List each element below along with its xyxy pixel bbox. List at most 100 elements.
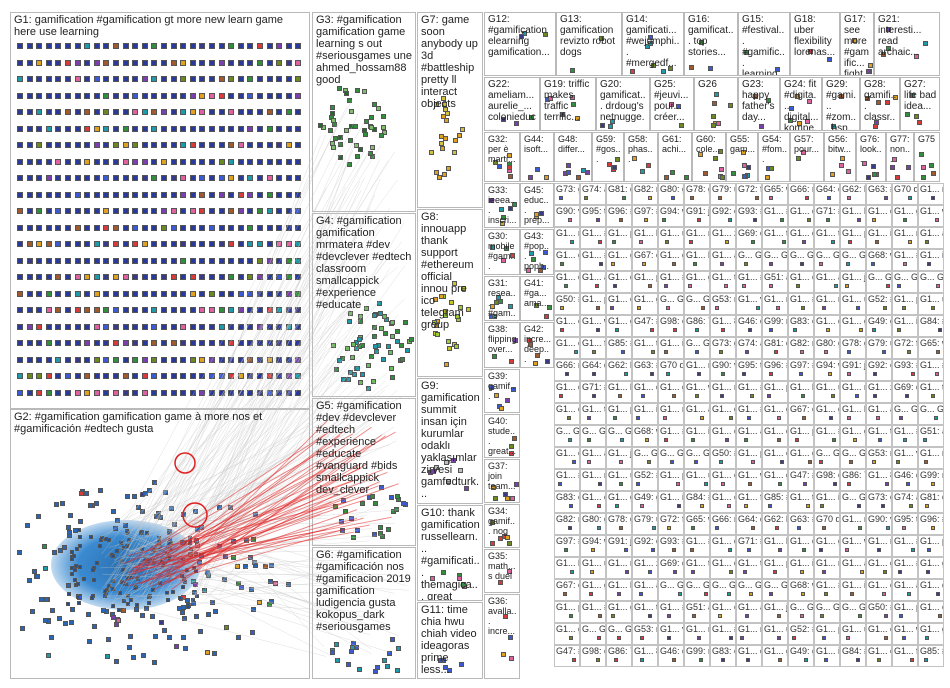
small-group-tile[interactable]: G1... art (866, 403, 892, 425)
small-group-tile[interactable]: G1... ga... (632, 293, 658, 315)
group-tile[interactable]: G55: gam... (726, 132, 758, 182)
small-group-tile[interactable]: G1... vid... (736, 293, 762, 315)
group-g9[interactable]: G9: gamification summit insan için kurum… (417, 378, 483, 504)
small-group-tile[interactable]: G1... inn... (814, 645, 840, 667)
small-group-tile[interactable]: G1... fin... (736, 491, 762, 513)
small-group-tile[interactable]: G1... im... (918, 249, 944, 271)
small-group-tile[interactable]: G50: #nhs staff... (710, 447, 736, 469)
small-group-tile[interactable]: G1... ga... (684, 271, 710, 293)
small-group-tile[interactable]: G1... ga... (840, 315, 866, 337)
small-group-tile[interactable]: G1... pr... (632, 271, 658, 293)
small-group-tile[interactable]: G1... fin... (580, 337, 606, 359)
small-group-tile[interactable]: G1... mo... (658, 403, 684, 425)
small-group-tile[interactable]: G95: tere... (736, 359, 762, 381)
small-group-tile[interactable]: G1... ga... (762, 469, 788, 491)
small-group-tile[interactable]: G1... goi... (580, 579, 606, 601)
group-tile[interactable]: G75 (914, 132, 940, 182)
small-group-tile[interactable]: G1... mak... (840, 513, 866, 535)
small-group-tile[interactable]: G1... let'... (788, 381, 814, 403)
small-group-tile[interactable]: G1... ad... (580, 447, 606, 469)
small-group-tile[interactable]: G1... wil... (736, 469, 762, 491)
group-tile[interactable]: G57: pour... (790, 132, 824, 182)
group-tile[interactable]: G76: look... (856, 132, 886, 182)
small-group-tile[interactable]: G91: joi... (840, 359, 866, 381)
small-group-tile[interactable]: G94: wor... (580, 535, 606, 557)
small-group-tile[interactable]: G1... du... (632, 381, 658, 403)
small-group-tile[interactable]: G1... #g... (788, 293, 814, 315)
small-group-tile[interactable]: G79: up... (866, 337, 892, 359)
small-group-tile[interactable]: G78: ga... (684, 183, 710, 205)
group-tile[interactable]: G30: mobile #gam... (484, 229, 520, 275)
small-group-tile[interactable]: G1... ba... (606, 381, 632, 403)
small-group-tile[interactable]: G52: #phd thesi... (788, 623, 814, 645)
small-group-tile[interactable]: G98: cre... (580, 645, 606, 667)
small-group-tile[interactable]: G47: #ga... #tec... (632, 315, 658, 337)
small-group-tile[interactable]: G82: migr... (788, 337, 814, 359)
small-group-tile[interactable]: G1... im... (684, 425, 710, 447)
small-group-tile[interactable]: G80: gam... (658, 183, 684, 205)
group-tile[interactable]: G12: #gamification elearning gamificatio… (484, 12, 556, 76)
small-group-tile[interactable]: G74: a3... (736, 337, 762, 359)
small-group-tile[interactable]: G1... goi... (814, 403, 840, 425)
small-group-tile[interactable]: G1... tec... (684, 557, 710, 579)
small-group-tile[interactable]: G49: game day... (788, 645, 814, 667)
small-group-tile[interactable]: G1... isr... (866, 227, 892, 249)
group-tile[interactable]: G27: life bad idea... (900, 77, 940, 131)
small-group-tile[interactable]: G1... us... (814, 381, 840, 403)
small-group-tile[interactable]: G1... par... (840, 227, 866, 249)
group-tile[interactable]: G45: educ... prep... (520, 183, 554, 228)
small-group-tile[interactable]: G1... de... (788, 227, 814, 249)
small-group-tile[interactable]: G1... rai... (736, 623, 762, 645)
small-group-tile[interactable]: G1... us... (658, 227, 684, 249)
small-group-tile[interactable]: G... G... (788, 249, 814, 271)
small-group-tile[interactable]: G1... us... (606, 469, 632, 491)
small-group-tile[interactable]: G1... ga... (866, 557, 892, 579)
small-group-tile[interactable]: G68: wor... (632, 425, 658, 447)
group-g7[interactable]: G7: game soon anybody up 3d #battleship … (417, 12, 483, 208)
small-group-tile[interactable]: G1... #g... (710, 623, 736, 645)
small-group-tile[interactable]: G1... mak... (918, 183, 944, 205)
small-group-tile[interactable]: G... G... (632, 447, 658, 469)
small-group-tile[interactable]: G1... dr... (762, 425, 788, 447)
group-tile[interactable]: G33: ieeea... inscri... (484, 183, 520, 228)
small-group-tile[interactable]: G1... ko... (606, 579, 632, 601)
small-group-tile[interactable]: G1... 88... (632, 645, 658, 667)
small-group-tile[interactable]: G1... 88... (710, 315, 736, 337)
small-group-tile[interactable]: G79: up... (632, 513, 658, 535)
small-group-tile[interactable]: G1... ga... (658, 381, 684, 403)
small-group-tile[interactable]: G1... #ub... (814, 579, 840, 601)
small-group-tile[interactable]: G99: raic... (684, 645, 710, 667)
small-group-tile[interactable]: G1... reli... (840, 381, 866, 403)
small-group-tile[interactable]: G... G... (762, 249, 788, 271)
small-group-tile[interactable]: G1... mu... (710, 381, 736, 403)
small-group-tile[interactable]: G1... isr... (788, 557, 814, 579)
small-group-tile[interactable]: G46: day gam... (736, 315, 762, 337)
small-group-tile[interactable]: G1... isr... (632, 403, 658, 425)
small-group-tile[interactable]: G1... dos (866, 579, 892, 601)
small-group-tile[interactable]: G96: #ga... (918, 513, 944, 535)
small-group-tile[interactable]: G1... reli... (606, 557, 632, 579)
group-tile[interactable]: G21: interesti... read archaic... (874, 12, 940, 76)
group-tile[interactable]: G20: gamificat... drdoug's netnugge... (596, 77, 650, 131)
group-g6[interactable]: G6: #gamification #gamificación nos #gam… (312, 547, 416, 679)
group-tile[interactable]: G35: math... s duel (484, 549, 520, 593)
group-g11[interactable]: G11: time chia hwu chiah video ideagoras… (417, 602, 483, 679)
small-group-tile[interactable]: G1... we... (918, 205, 944, 227)
group-tile[interactable]: G22: ameliam... aurelie_... colonieduc..… (484, 77, 540, 131)
group-tile[interactable]: G40: stude... great... (484, 414, 520, 458)
small-group-tile[interactable]: G1... de... (554, 403, 580, 425)
small-group-tile[interactable]: G... G... (580, 425, 606, 447)
group-tile[interactable]: G16: gamificat... top stories... (684, 12, 738, 76)
group-tile[interactable]: G32: per è marti... (484, 132, 520, 182)
small-group-tile[interactable]: G1... mo... (814, 557, 840, 579)
small-group-tile[interactable]: G90: vou... (710, 359, 736, 381)
small-group-tile[interactable]: G1... #g... (814, 425, 840, 447)
group-tile[interactable]: G14: gamificati... #wejumphi... #mergedf… (622, 12, 684, 76)
small-group-tile[interactable]: G1... mu... (554, 227, 580, 249)
small-group-tile[interactable]: G69: dev... (658, 557, 684, 579)
group-tile[interactable]: G36: avalla... incre... (484, 594, 520, 679)
small-group-tile[interactable]: G1... pe... (606, 227, 632, 249)
small-group-tile[interactable]: G1... pr... (788, 425, 814, 447)
small-group-tile[interactable]: G84: #g... (684, 491, 710, 513)
group-tile[interactable]: G34: gamif... nog (484, 504, 520, 548)
